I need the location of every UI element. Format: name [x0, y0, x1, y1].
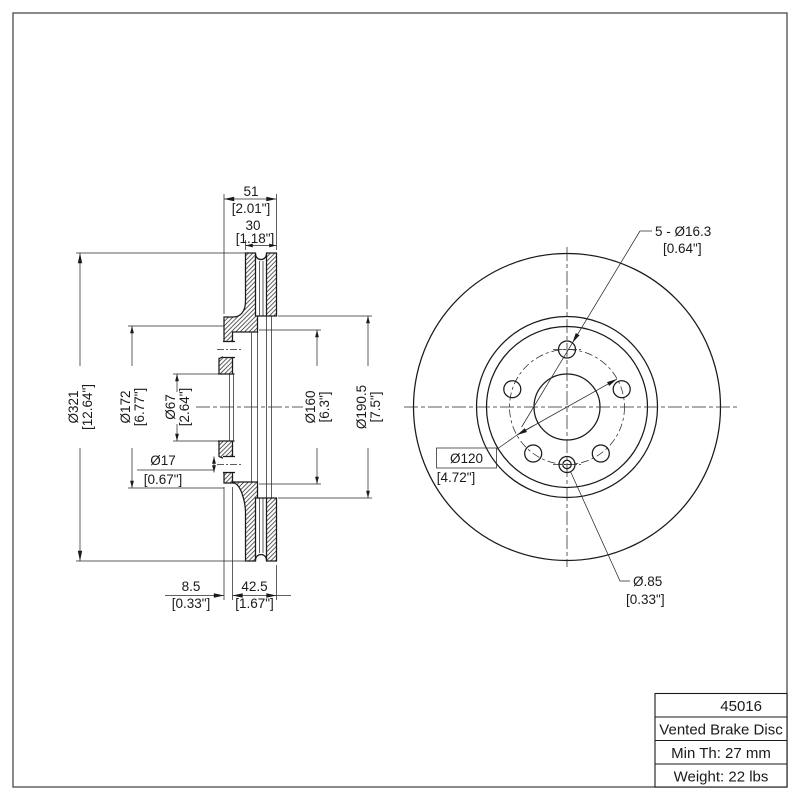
dim-bolt-circle-in: [4.72"]	[437, 470, 476, 485]
dim-lug-hole-in: [0.67"]	[144, 472, 183, 487]
dim-pad-inner-in: [7.5"]	[368, 391, 383, 422]
dim-overall-width-in: [2.01"]	[232, 201, 271, 216]
lug-hole-upper-opening	[223, 341, 236, 358]
callout-pin-hole-mm: Ø.85	[633, 574, 662, 589]
lug-hole-lower-opening	[223, 456, 236, 473]
dim-hat-depth-in: [1.67"]	[235, 596, 274, 611]
dim-disc-thickness-mm: 30	[245, 218, 260, 233]
dim-bolt-circle-mm: Ø120	[450, 451, 483, 466]
front-view: 5 - Ø16.3 [0.64"] Ø120 [4.72"] Ø.85 [0.3…	[404, 224, 737, 607]
dim-hat-diameter-mm: Ø172	[118, 390, 133, 423]
dim-bore-diameter-in: [2.64"]	[177, 388, 192, 427]
dim-hat-diameter: Ø172 [6.77"]	[118, 325, 224, 489]
dim-inner-hat-diameter: Ø160 [6.3"]	[259, 329, 332, 485]
dim-outer-diameter-mm: Ø321	[66, 390, 81, 423]
dim-inner-hat-mm: Ø160	[303, 390, 318, 423]
dim-bore-diameter: Ø67 [2.64"]	[163, 373, 218, 442]
callout-bolt-holes: 5 - Ø16.3 [0.64"]	[521, 224, 711, 428]
part-weight: Weight: 22 lbs	[674, 769, 769, 786]
dim-flange-thk-in: [0.33"]	[172, 596, 211, 611]
section-view: 51 [2.01"] 30 [1.18"] Ø321 [12.64"] Ø172…	[66, 184, 383, 611]
dim-hat-diameter-in: [6.77"]	[132, 388, 147, 427]
callout-bolt-holes-mm: 5 - Ø16.3	[655, 224, 711, 239]
callout-pin-hole: Ø.85 [0.33"]	[570, 471, 665, 607]
dim-flange-and-hat-depth: 8.5 [0.33"] 42.5 [1.67"]	[165, 487, 291, 611]
dim-disc-thickness-in: [1.18"]	[236, 231, 275, 246]
dim-inner-hat-in: [6.3"]	[317, 391, 332, 422]
callout-pin-hole-in: [0.33"]	[626, 592, 665, 607]
title-block: 45016 Vented Brake Disc Min Th: 27 mm We…	[654, 692, 788, 788]
dim-disc-thickness: 30 [1.18"]	[236, 218, 277, 250]
dim-flange-thk-mm: 8.5	[182, 579, 201, 594]
sheet-border-frame	[12, 12, 788, 788]
dim-overall-width: 51 [2.01"]	[223, 184, 277, 314]
min-thickness: Min Th: 27 mm	[671, 745, 771, 762]
dim-hat-depth-mm: 42.5	[241, 579, 267, 594]
dim-lug-hole-mm: Ø17	[150, 453, 176, 468]
dim-outer-diameter-in: [12.64"]	[80, 384, 95, 430]
center-bore-opening	[217, 374, 235, 441]
dim-overall-width-mm: 51	[243, 184, 258, 199]
dim-pad-inner-mm: Ø190.5	[354, 385, 369, 429]
part-description: Vented Brake Disc	[659, 722, 783, 739]
dim-bolt-circle: Ø120 [4.72"]	[436, 378, 618, 485]
dim-bore-diameter-mm: Ø67	[163, 394, 178, 420]
pin-hole	[553, 455, 581, 474]
callout-bolt-holes-in: [0.64"]	[663, 241, 702, 256]
dim-pad-inner-diameter: Ø190.5 [7.5"]	[278, 315, 383, 499]
part-number: 45016	[720, 698, 762, 715]
dim-lug-hole: Ø17 [0.67"]	[137, 453, 216, 487]
dim-outer-diameter: Ø321 [12.64"]	[66, 252, 245, 562]
lug-holes	[503, 340, 631, 463]
